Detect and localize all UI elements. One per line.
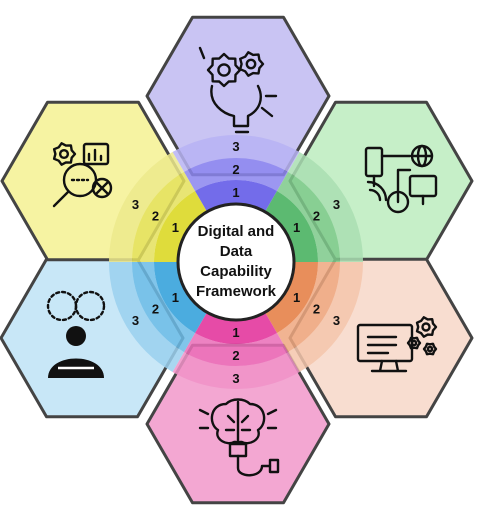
- level-label-bottom-left-3: 3: [132, 313, 139, 328]
- level-label-bottom-right-2: 2: [313, 302, 320, 317]
- level-label-bottom-right-3: 3: [333, 313, 340, 328]
- center-line-3: Capability: [200, 263, 272, 280]
- ring-bottom-left-level-3: [109, 262, 184, 372]
- level-label-top-left-3: 3: [132, 197, 139, 212]
- computer-settings-icon: [356, 316, 438, 373]
- ring-top-left-level-3: [109, 152, 184, 262]
- level-label-top-3: 3: [232, 139, 239, 154]
- level-label-top-right-3: 3: [333, 197, 340, 212]
- level-label-bottom-3: 3: [232, 371, 239, 386]
- level-label-top-right-2: 2: [313, 209, 320, 224]
- ring-top-level-1: [195, 180, 277, 212]
- brain-plug-icon: [198, 398, 280, 477]
- level-label-top-left-2: 2: [152, 209, 159, 224]
- ring-bottom-left-level-1: [154, 262, 207, 334]
- ring-top-left-level-2: [132, 171, 195, 262]
- level-label-bottom-right-1: 1: [293, 290, 300, 305]
- level-label-bottom-1: 1: [232, 325, 239, 340]
- ring-top-right-level-1: [265, 190, 318, 262]
- center-hub: Digital and Data Capability Framework: [176, 202, 296, 322]
- level-label-top-right-1: 1: [293, 220, 300, 235]
- connected-devices-icon: [364, 144, 438, 214]
- head-gears-icon: [198, 46, 278, 134]
- center-line-4: Framework: [196, 283, 277, 300]
- ring-bottom-right-level-3: [288, 262, 363, 372]
- ring-bottom-left-level-2: [132, 262, 195, 353]
- ring-bottom-level-1: [195, 312, 277, 344]
- ring-bottom-right-level-2: [277, 262, 340, 353]
- ring-top-right-level-2: [277, 171, 340, 262]
- ring-top-level-3: [172, 134, 300, 172]
- level-label-top-2: 2: [232, 162, 239, 177]
- level-label-top-1: 1: [232, 185, 239, 200]
- people-discussion-icon: [46, 290, 106, 378]
- ring-top-left-level-1: [154, 190, 207, 262]
- ring-bottom-level-3: [172, 352, 300, 390]
- level-label-bottom-left-2: 2: [152, 302, 159, 317]
- ring-bottom-right-level-1: [265, 262, 318, 334]
- level-label-top-left-1: 1: [172, 220, 179, 235]
- center-line-2: Data: [220, 243, 253, 260]
- center-circle: [176, 202, 296, 322]
- ring-top-right-level-3: [288, 152, 363, 262]
- ring-bottom-level-2: [184, 333, 288, 367]
- level-label-bottom-left-1: 1: [172, 290, 179, 305]
- data-analysis-icon: [52, 142, 113, 208]
- level-label-bottom-2: 2: [232, 348, 239, 363]
- ring-top-level-2: [184, 157, 288, 191]
- center-line-1: Digital and: [198, 223, 275, 240]
